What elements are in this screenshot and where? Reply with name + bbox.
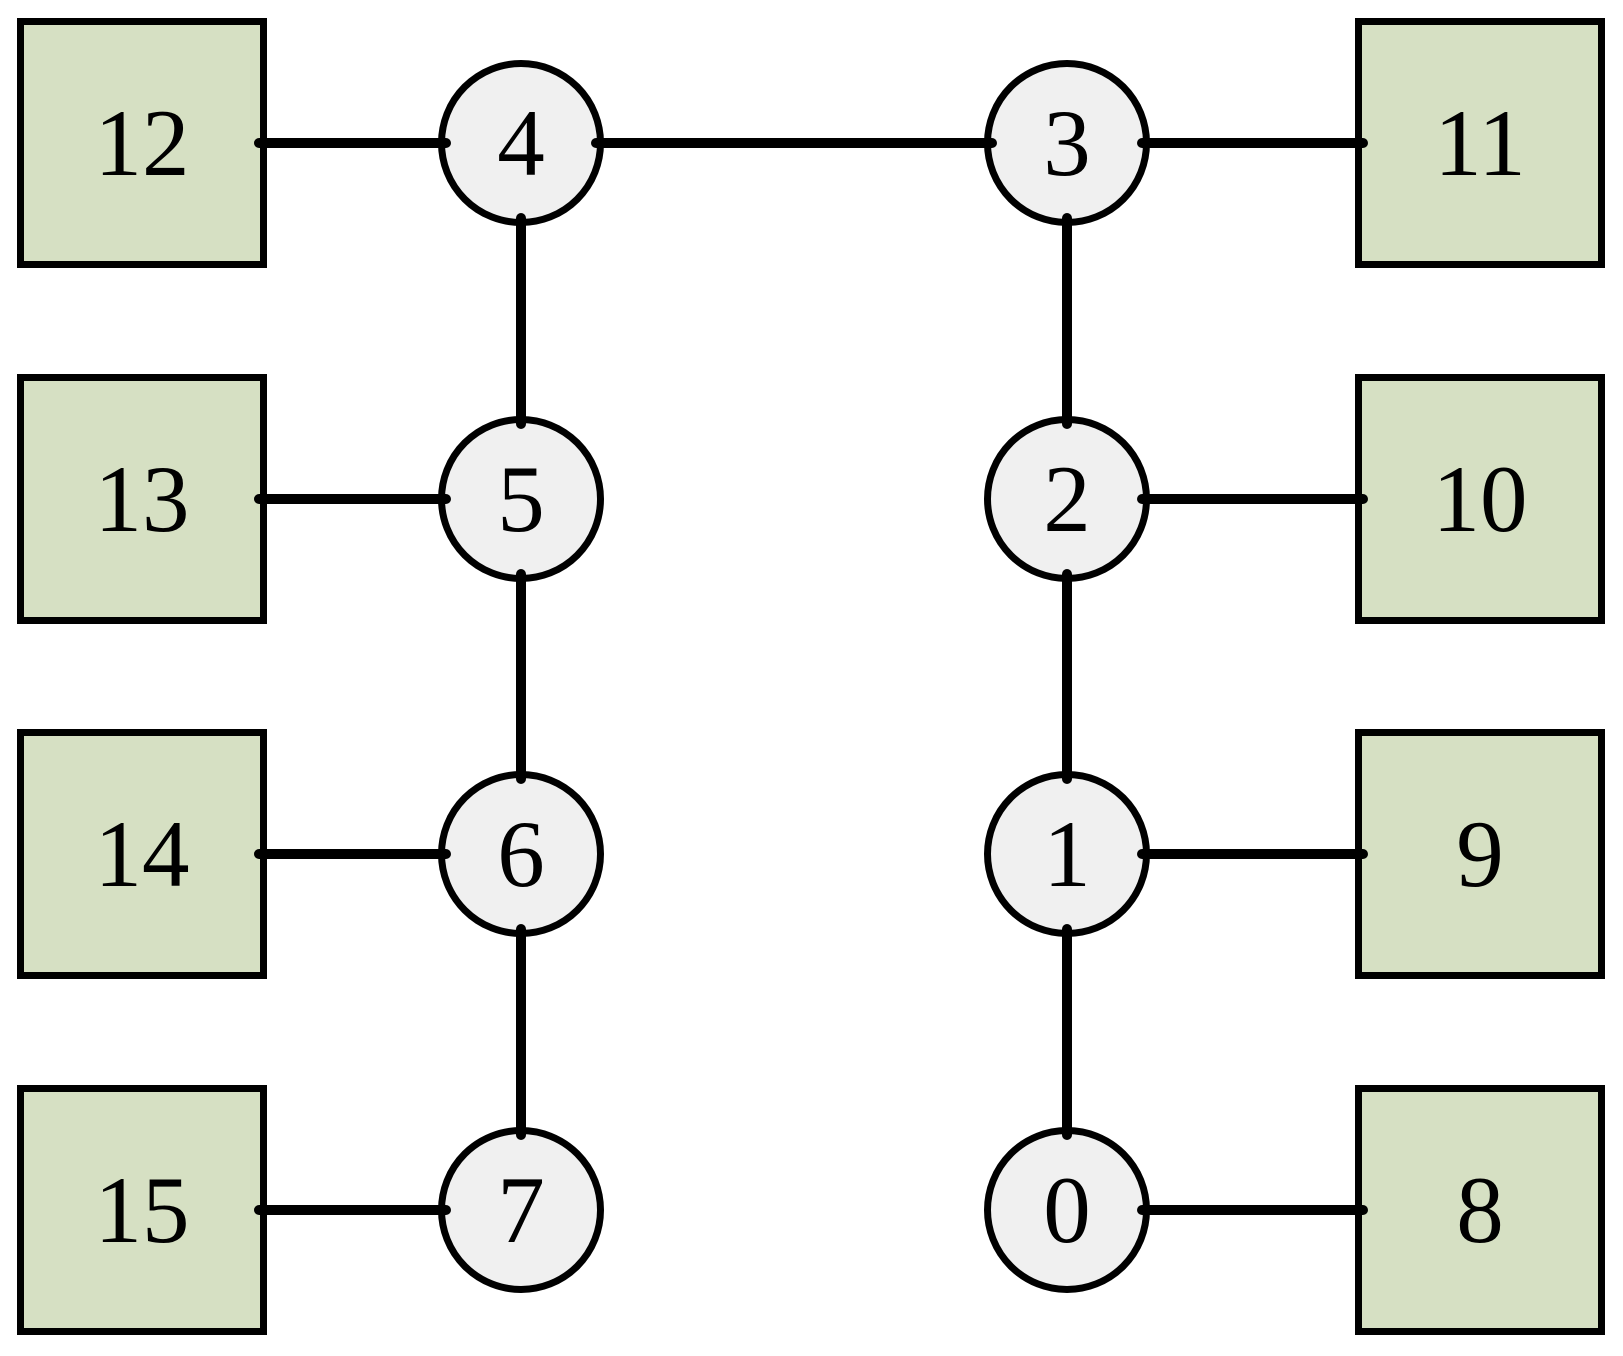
circle-node-6: 6 <box>438 771 604 937</box>
node-label: 4 <box>497 89 545 196</box>
circle-node-4: 4 <box>438 60 604 226</box>
circle-node-3: 3 <box>984 60 1150 226</box>
square-node-8: 8 <box>1355 1085 1605 1335</box>
square-node-15: 15 <box>17 1085 267 1335</box>
square-node-10: 10 <box>1355 374 1605 624</box>
node-label: 7 <box>497 1156 545 1263</box>
circle-node-2: 2 <box>984 416 1150 582</box>
node-label: 3 <box>1043 89 1091 196</box>
circle-node-1: 1 <box>984 771 1150 937</box>
square-node-11: 11 <box>1355 18 1605 268</box>
node-label: 2 <box>1043 445 1091 552</box>
node-label: 11 <box>1434 89 1526 196</box>
node-label: 1 <box>1043 800 1091 907</box>
circle-node-0: 0 <box>984 1127 1150 1293</box>
node-label: 15 <box>94 1156 190 1263</box>
node-label: 6 <box>497 800 545 907</box>
node-label: 0 <box>1043 1156 1091 1263</box>
circle-node-5: 5 <box>438 416 604 582</box>
node-label: 14 <box>94 800 190 907</box>
node-label: 9 <box>1456 800 1504 907</box>
square-node-9: 9 <box>1355 729 1605 979</box>
square-node-12: 12 <box>17 18 267 268</box>
square-node-13: 13 <box>17 374 267 624</box>
circle-node-7: 7 <box>438 1127 604 1293</box>
node-label: 10 <box>1432 445 1528 552</box>
node-label: 8 <box>1456 1156 1504 1263</box>
square-node-14: 14 <box>17 729 267 979</box>
node-label: 12 <box>94 89 190 196</box>
node-label: 5 <box>497 445 545 552</box>
node-label: 13 <box>94 445 190 552</box>
